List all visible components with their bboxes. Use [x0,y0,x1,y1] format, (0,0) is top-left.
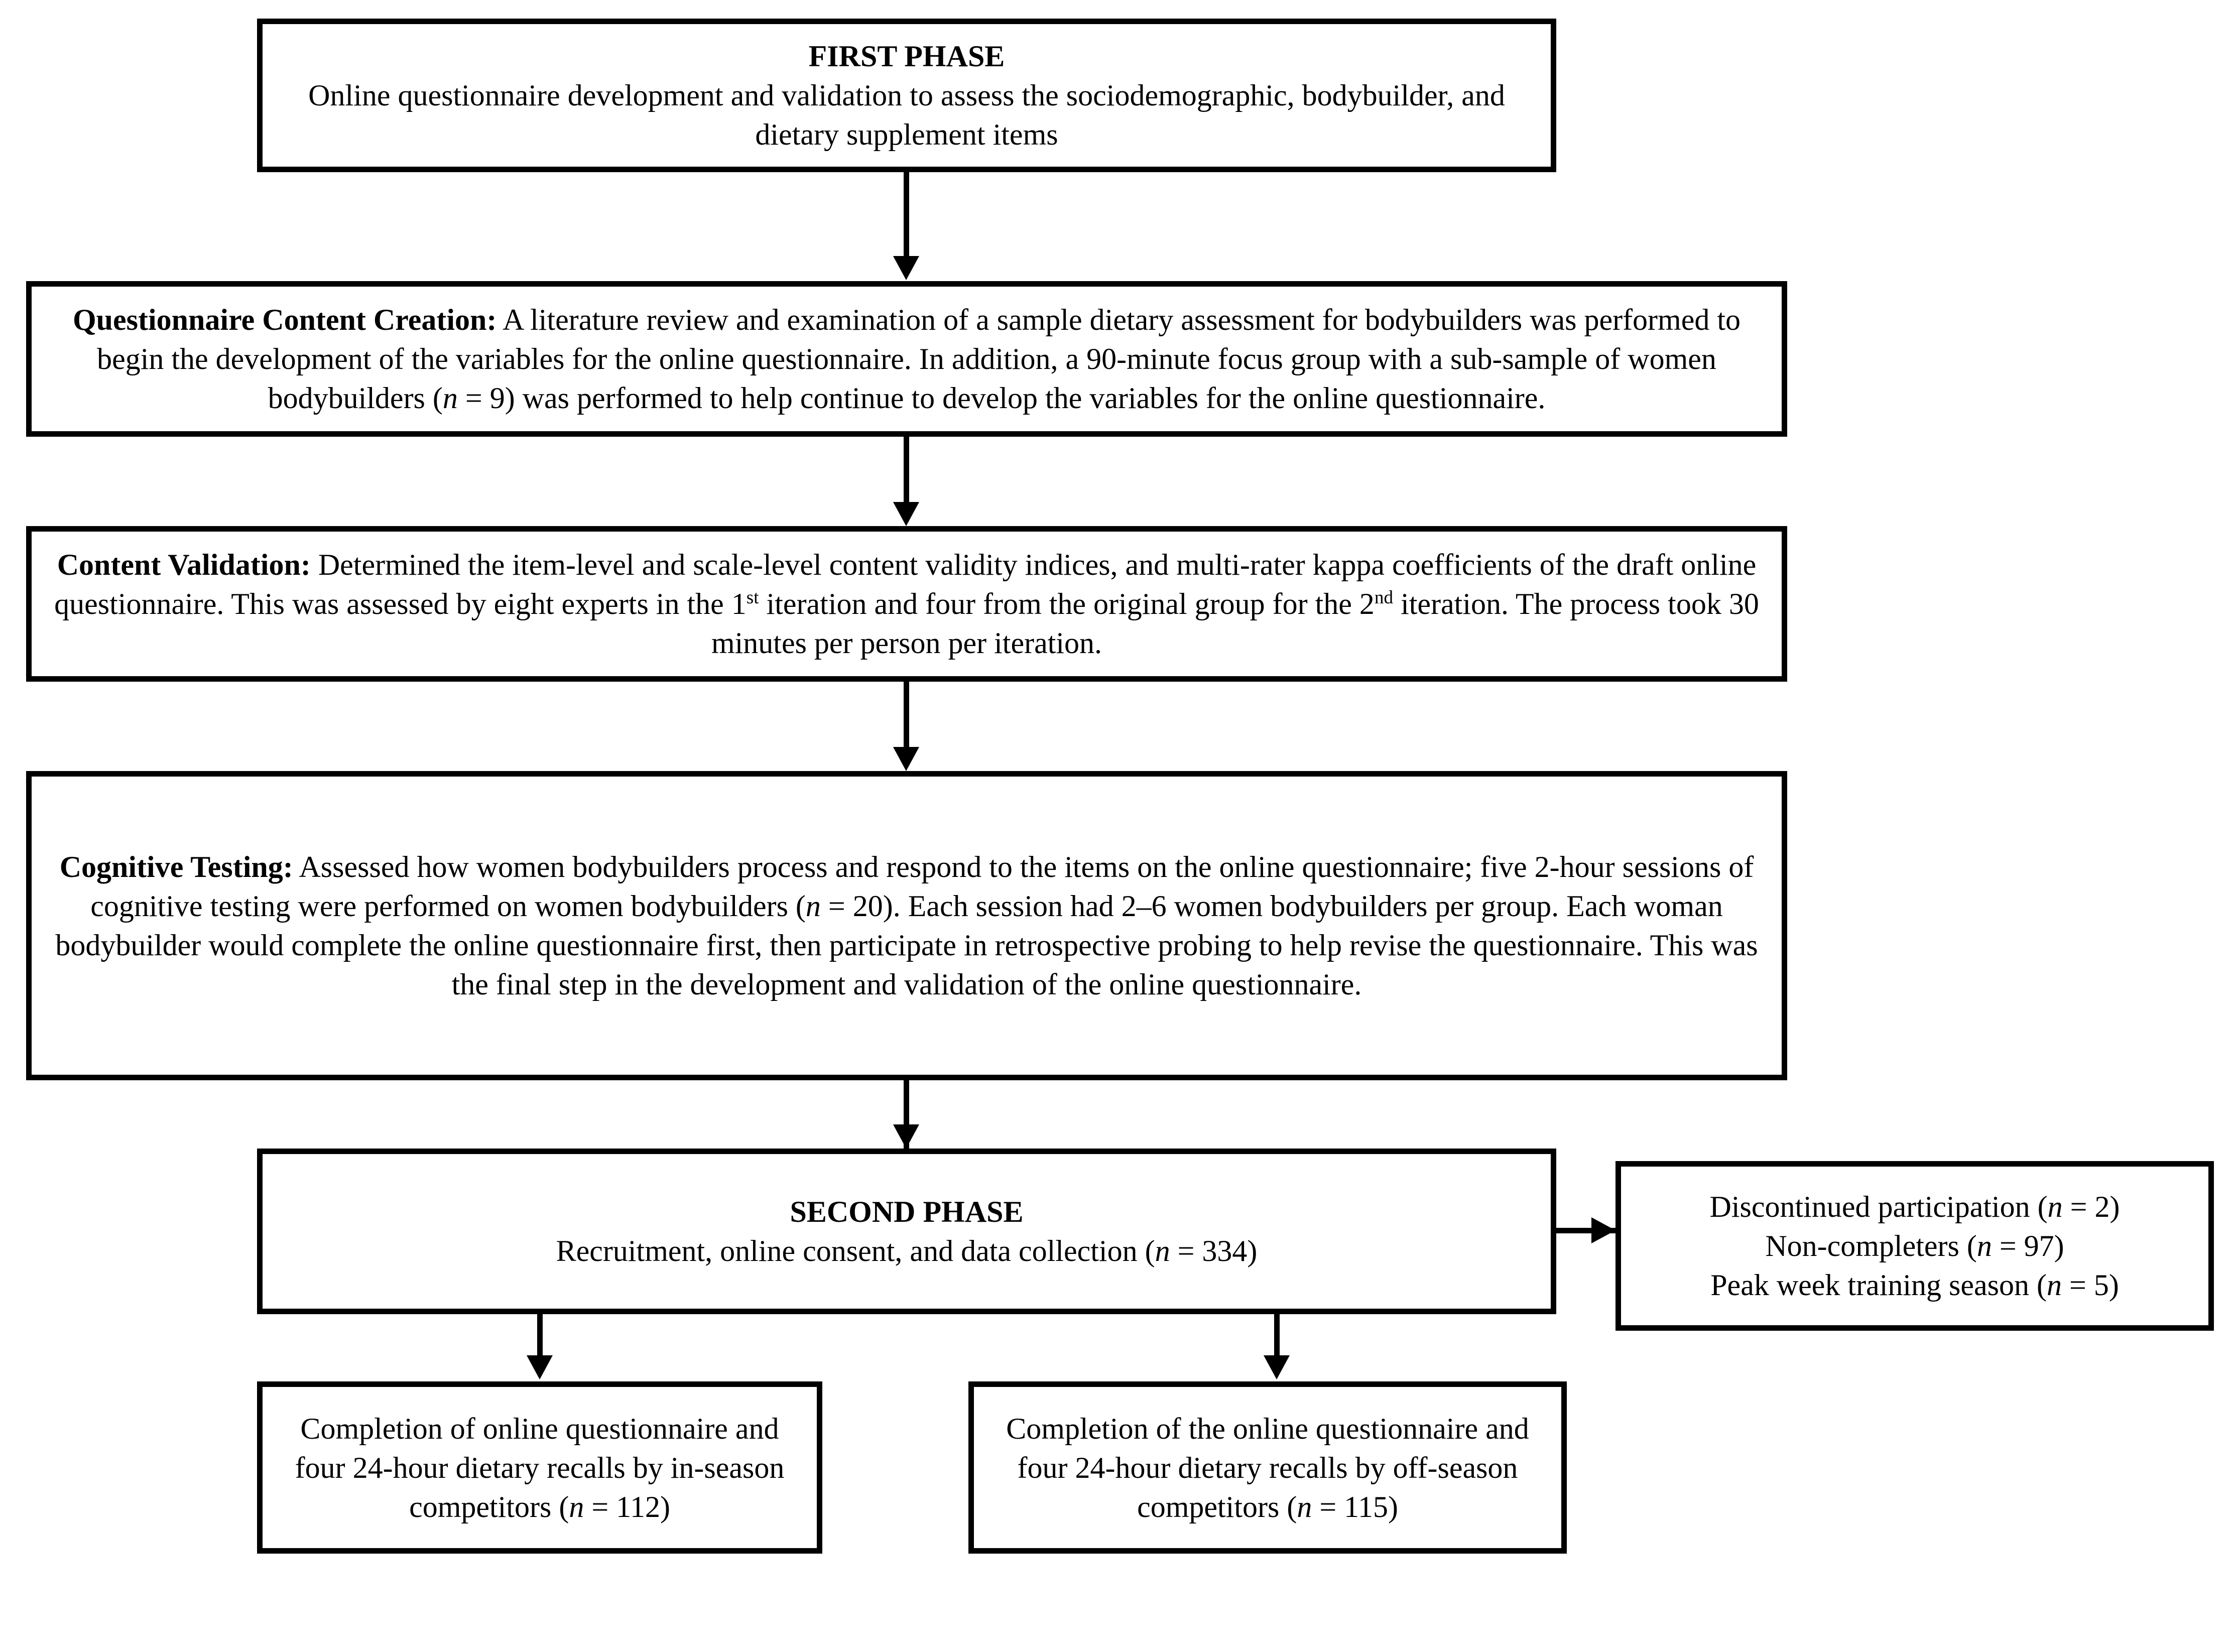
cv-ordinal-2: nd [1374,587,1394,608]
exclusion-1-text: Discontinued participation ( [1709,1190,2048,1223]
ct-n-value: = 20). [820,889,908,923]
box-in-season-completion: Completion of online questionnaire and f… [257,1381,822,1554]
cognitive-testing-text: Cognitive Testing: Assessed how women bo… [45,847,1769,1004]
ct-body-2: Each session had 2–6 women bodybuilders … [55,889,1758,1001]
box-content-validation: Content Validation: Determined the item-… [26,526,1787,682]
connector-first-to-creation [904,172,909,260]
exclusion-2-text: Non-completers ( [1765,1229,1977,1262]
questionnaire-content-creation-text: Questionnaire Content Creation: A litera… [45,300,1769,418]
content-validation-label: Content Validation: [57,548,311,581]
exclusion-line-1: Discontinued participation (n = 2) [1634,1187,2195,1226]
exclusions-list: Discontinued participation (n = 2) Non-c… [1621,1187,2208,1305]
second-phase-body: Recruitment, online consent, and data co… [276,1231,1538,1270]
connector-second-phase-to-exclusions [1556,1228,1622,1233]
off-season-n-value: = 115) [1312,1490,1398,1523]
first-phase-body: Online questionnaire development and val… [308,79,1505,151]
in-season-n-value: = 112) [584,1490,670,1523]
cognitive-testing-label: Cognitive Testing: [59,850,293,883]
in-season-body: Completion of online questionnaire and f… [276,1409,804,1527]
box-exclusions: Discontinued participation (n = 2) Non-c… [1615,1161,2214,1331]
exclusion-line-2: Non-completers (n = 97) [1634,1226,2195,1265]
exclusion-1-n-symbol: n [2047,1190,2063,1223]
box-first-phase: FIRST PHASE Online questionnaire develop… [257,19,1556,172]
connector-creation-to-validation [904,437,909,506]
off-season-body: Completion of the online questionnaire a… [987,1409,1548,1527]
ct-n-symbol: n [805,889,821,923]
qcc-n-value: = 9) [457,382,523,415]
exclusion-1-n-value: = 2) [2062,1190,2120,1223]
exclusion-line-3: Peak week training season (n = 5) [1634,1265,2195,1305]
exclusion-2-n-value: = 97) [1992,1229,2064,1262]
box-cognitive-testing: Cognitive Testing: Assessed how women bo… [26,771,1787,1080]
sp-body-1: Recruitment, online consent, and data co… [556,1234,1155,1267]
cv-body-1: Determined the item-level and scale-leve… [54,548,1757,620]
questionnaire-content-creation-label: Questionnaire Content Creation: [72,303,497,336]
connector-validation-to-cognitive [904,682,909,751]
arrowhead-second-phase-to-exclusions [1591,1217,1615,1243]
first-phase-heading: FIRST PHASE [808,40,1005,73]
qcc-body-2: was performed to help continue to develo… [522,382,1546,415]
ct-body-1: Assessed how women bodybuilders process … [90,850,1754,923]
arrowhead-second-phase-to-off-season [1264,1355,1290,1379]
connector-second-phase-to-in-season [537,1314,543,1359]
exclusion-3-n-symbol: n [2046,1268,2062,1302]
qcc-n-symbol: n [442,382,458,415]
connector-second-phase-to-off-season [1274,1314,1280,1359]
box-questionnaire-content-creation: Questionnaire Content Creation: A litera… [26,281,1787,437]
arrowhead-second-phase-to-in-season [527,1355,553,1379]
arrowhead-cognitive-to-second-phase [893,1124,919,1149]
exclusion-3-text: Peak week training season ( [1710,1268,2047,1302]
cv-body-3: iteration. The process took 30 minutes p… [711,587,1759,660]
arrowhead-validation-to-cognitive [893,747,919,771]
off-season-body-1: Completion of the online questionnaire a… [1006,1412,1529,1523]
qcc-body-1: A literature review and examination of a… [97,303,1741,415]
box-second-phase: SECOND PHASE Recruitment, online consent… [257,1149,1556,1314]
second-phase-heading: SECOND PHASE [790,1195,1024,1228]
sp-n-symbol: n [1155,1234,1170,1267]
exclusion-2-n-symbol: n [1976,1229,1992,1262]
box-off-season-completion: Completion of the online questionnaire a… [968,1381,1567,1554]
cv-body-2: iteration and four from the original gro… [759,587,1375,620]
exclusion-3-n-value: = 5) [2061,1268,2119,1302]
off-season-n-symbol: n [1297,1490,1312,1523]
connector-cognitive-to-second-phase [904,1080,909,1153]
arrowhead-creation-to-validation [893,502,919,526]
in-season-body-1: Completion of online questionnaire and f… [295,1412,785,1523]
content-validation-text: Content Validation: Determined the item-… [45,545,1769,663]
arrowhead-first-to-creation [893,256,919,280]
sp-n-value: = 334) [1170,1234,1258,1267]
in-season-n-symbol: n [569,1490,584,1523]
cv-ordinal-1: st [746,587,759,608]
